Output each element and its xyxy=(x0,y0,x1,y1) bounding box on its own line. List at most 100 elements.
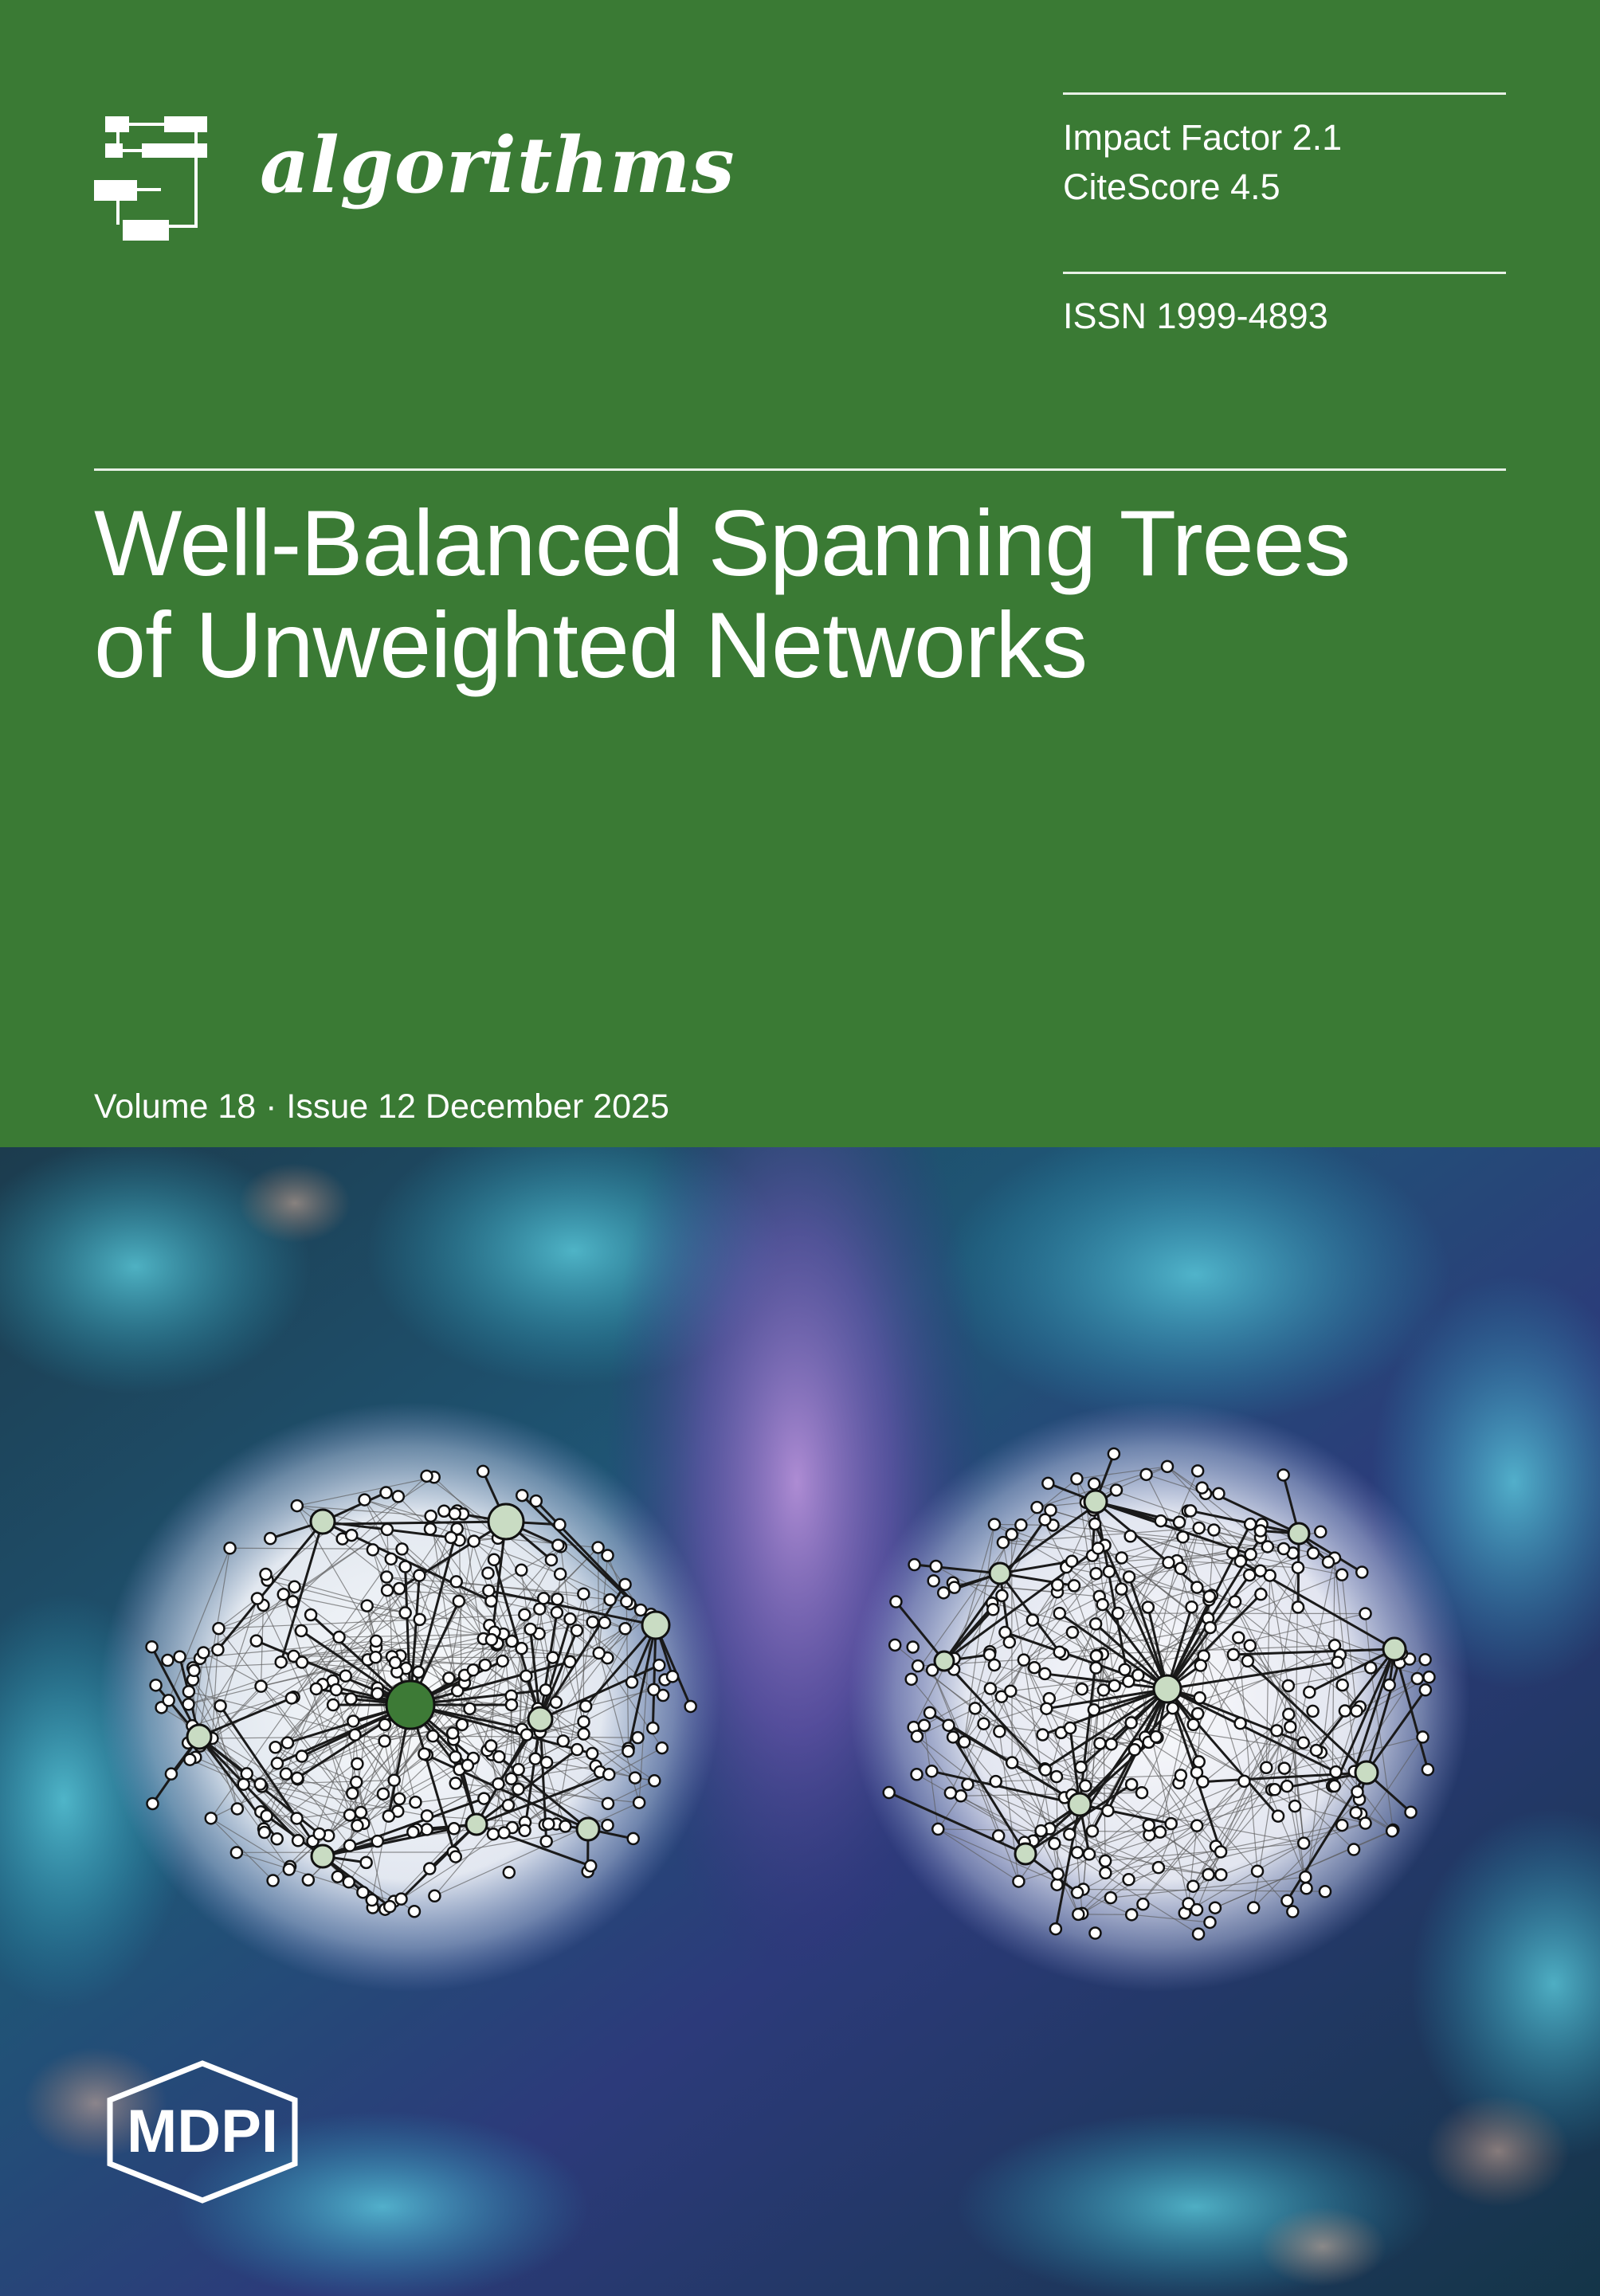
network-node xyxy=(1418,1683,1433,1697)
network-node xyxy=(520,1728,534,1742)
network-edge xyxy=(260,1604,265,1687)
network-edge xyxy=(963,1741,1086,1787)
network-node xyxy=(492,1749,506,1764)
network-node xyxy=(1286,1905,1300,1918)
network-node xyxy=(518,1824,531,1838)
network-node xyxy=(269,1741,282,1754)
network-node xyxy=(917,1718,931,1733)
network-node xyxy=(515,1563,528,1577)
network-node xyxy=(1154,1514,1168,1528)
network-edge xyxy=(349,1734,356,1816)
network-edge xyxy=(511,1609,641,1780)
network-edge xyxy=(960,1659,1025,1796)
network-node xyxy=(1195,1481,1209,1495)
hub-node xyxy=(1152,1674,1182,1704)
tree-edge xyxy=(951,1736,1027,1855)
network-node xyxy=(1410,1671,1425,1686)
network-node xyxy=(1050,1878,1064,1891)
tree-edge xyxy=(198,1735,300,1842)
network-node xyxy=(1124,1716,1138,1730)
network-node xyxy=(1051,1867,1065,1881)
network-node xyxy=(1040,1702,1053,1715)
hub-node xyxy=(933,1650,955,1672)
network-node xyxy=(1082,1847,1096,1861)
network-node xyxy=(1085,1824,1100,1838)
network-node xyxy=(204,1812,218,1825)
network-node xyxy=(378,1718,392,1732)
network-node xyxy=(1131,1668,1145,1682)
network-node xyxy=(1192,1521,1206,1535)
network-node xyxy=(382,1809,396,1823)
network-node xyxy=(1174,1561,1188,1576)
network-edge xyxy=(911,1679,997,1782)
network-node xyxy=(1067,1579,1081,1593)
network-node xyxy=(648,1774,661,1788)
network-edge xyxy=(430,1515,458,1691)
network-node xyxy=(911,1659,925,1673)
tree-edge xyxy=(198,1697,292,1738)
network-edge xyxy=(261,1686,364,1824)
network-edge xyxy=(598,1555,609,1654)
network-node xyxy=(279,1767,293,1781)
network-node xyxy=(620,1595,633,1608)
network-node xyxy=(1338,1704,1352,1718)
network-node xyxy=(331,1870,345,1883)
network-node xyxy=(448,1507,461,1521)
network-edge xyxy=(937,1828,1019,1883)
network-node xyxy=(343,1839,357,1852)
network-edge xyxy=(264,1740,385,1833)
network-node xyxy=(1208,1901,1222,1914)
tree-edge xyxy=(1046,1687,1168,1710)
network-node xyxy=(1049,1769,1064,1784)
network-edge xyxy=(960,1795,1033,1842)
network-edge xyxy=(1081,1767,1267,1914)
network-node xyxy=(1185,1600,1198,1614)
tree-edge xyxy=(400,1823,478,1900)
network-node xyxy=(1089,1661,1103,1675)
tree-edge xyxy=(410,1660,571,1706)
network-edge xyxy=(469,1708,546,1825)
network-node xyxy=(384,1552,398,1566)
network-node xyxy=(665,1670,680,1683)
network-node xyxy=(943,1786,958,1800)
network-node xyxy=(290,1812,304,1825)
network-node xyxy=(1241,1654,1255,1668)
network-node xyxy=(378,1734,391,1748)
network-edge xyxy=(1076,1466,1168,1479)
network-node xyxy=(1349,1805,1363,1820)
network-node xyxy=(1078,1779,1092,1793)
network-node xyxy=(1418,1652,1432,1667)
mdpi-logo-text: MDPI xyxy=(127,2098,278,2165)
tree-edge xyxy=(1333,1648,1396,1787)
network-node xyxy=(1176,1530,1190,1544)
network-edge xyxy=(168,1548,231,1701)
network-node xyxy=(925,1765,939,1778)
network-node xyxy=(466,1663,480,1677)
tree-edge xyxy=(1078,1707,1174,1806)
network-edge xyxy=(434,1802,640,1897)
network-node xyxy=(1203,1915,1217,1930)
tree-edge xyxy=(1025,1783,1132,1855)
network-node xyxy=(1359,1816,1372,1830)
network-node xyxy=(461,1758,475,1773)
network-node xyxy=(406,1825,420,1839)
network-node xyxy=(652,1658,666,1672)
network-edge xyxy=(296,1505,388,1530)
network-node xyxy=(1202,1867,1215,1882)
network-node xyxy=(551,1593,564,1606)
network-node xyxy=(1149,1730,1163,1744)
right-network-graph xyxy=(882,1447,1436,1941)
network-node xyxy=(497,1826,511,1840)
network-edge xyxy=(1065,1565,1119,1614)
network-node xyxy=(380,1583,394,1597)
network-node xyxy=(1107,1447,1121,1461)
network-edge xyxy=(1184,1726,1291,1914)
network-node xyxy=(1335,1678,1349,1692)
network-node xyxy=(1207,1523,1221,1537)
tree-edge xyxy=(1054,1804,1081,1930)
network-edge xyxy=(916,1696,1002,1738)
network-node xyxy=(274,1655,288,1669)
network-node xyxy=(512,1762,525,1777)
network-node xyxy=(1074,1760,1088,1774)
network-edge xyxy=(372,1550,407,1669)
